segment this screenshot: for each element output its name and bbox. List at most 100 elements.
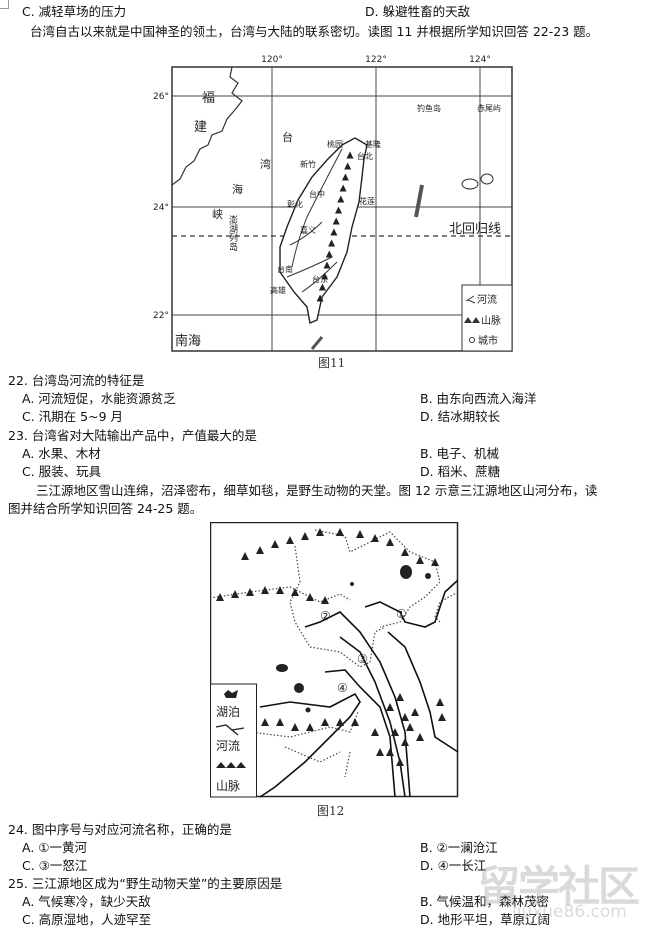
mountain-symbol (291, 588, 299, 596)
label-strait-4: 峡 (212, 207, 223, 221)
mountain-symbol (431, 558, 439, 566)
mountain-symbol (301, 532, 309, 540)
taiwan-island (279, 137, 368, 324)
figure-12-caption: 图12 (317, 804, 345, 818)
q24-option-d: D. ④一长江 (420, 858, 487, 873)
mountain-symbol (291, 723, 299, 731)
intro-24-25-line1: 三江源地区雪山连绵，沼泽密布，细草如毯，是野生动物的天堂。图 12 示意三江源地… (36, 483, 598, 498)
mountain-symbol (341, 173, 349, 181)
intro-24-25-line2: 图并结合所学知识回答 24-25 题。 (8, 501, 203, 516)
page-corner-mark (0, 0, 9, 9)
legend-city: 城市 (478, 334, 498, 347)
q22-stem: 22. 台湾岛河流的特征是 (8, 373, 145, 388)
mountain-symbol (344, 162, 352, 170)
lon-122: 122° (365, 55, 387, 65)
mountain-symbol (332, 217, 340, 225)
figure-12-legend: 湖泊 河流 山脉 (210, 683, 257, 798)
q22-option-d: D. 结冰期较长 (420, 409, 501, 424)
river-east (387, 631, 459, 753)
city-circle (469, 337, 475, 343)
label-tropic: 北回归线 (449, 222, 501, 237)
mountain-symbol (321, 272, 329, 280)
city-chiayi: 嘉义 (300, 225, 316, 235)
river-1 (364, 579, 459, 628)
rivers (259, 579, 459, 798)
river-3 (339, 636, 406, 798)
mountain-symbol (241, 552, 249, 560)
figure-12-sanjiangyuan-map: ① ② ③ ④ 湖泊 河流 山脉 (210, 522, 459, 798)
mountain-symbol (386, 748, 394, 756)
label-fujian-2: 建 (194, 120, 207, 135)
legend-lake: 湖泊 (216, 704, 240, 719)
mountain-symbol (306, 723, 314, 731)
city-keelung: 基隆 (365, 139, 381, 149)
mountain-symbol (325, 250, 333, 258)
label-chiwei: 赤尾屿 (477, 104, 501, 113)
mountain-symbol (335, 206, 342, 214)
q23-option-c: C. 服装、玩具 (22, 464, 102, 479)
city-hsinchu: 新竹 (300, 159, 316, 169)
mountain-symbol (406, 723, 414, 731)
city-tainan: 台南 (277, 264, 293, 274)
mountain-ranges (216, 528, 446, 766)
mountain-symbol (401, 738, 409, 746)
mountain-symbol (337, 195, 345, 203)
mountain-symbol (321, 596, 329, 604)
river-south (259, 692, 361, 798)
label-penghu: 澎湖列岛 (227, 214, 238, 252)
mountain-symbol (396, 758, 404, 766)
q23-option-b: B. 电子、机械 (420, 446, 500, 461)
river-2 (304, 611, 411, 798)
mountain-symbol (351, 718, 359, 726)
mountain-symbol (411, 708, 419, 716)
label-strait-3: 海 (232, 182, 243, 196)
label-fujian-1: 福 (202, 91, 215, 106)
mountain-symbol (386, 538, 394, 546)
city-changhua: 彰化 (287, 199, 303, 209)
q24-option-c: C. ③一怒江 (22, 858, 88, 873)
mountain-symbol (276, 718, 284, 726)
boundary-lines (210, 529, 459, 778)
q24-stem: 24. 图中序号与对应河流名称，正确的是 (8, 822, 232, 837)
mountain-symbol (261, 586, 269, 594)
mountain-symbol (261, 718, 269, 726)
q23-option-a: A. 水果、木材 (22, 446, 101, 461)
mountain-symbol (216, 593, 224, 601)
q23-stem: 23. 台湾省对大陆输出产品中，产值最大的是 (8, 428, 257, 443)
prev-option-d: D. 躲避牲畜的天敌 (365, 4, 471, 19)
lake (400, 565, 412, 579)
watermark-url: liuxue86.com (512, 902, 627, 922)
mountain-symbol (323, 261, 331, 269)
mountain-symbol (256, 546, 264, 554)
label-diaoyu: 钓鱼岛 (417, 103, 441, 113)
legend-river: 河流 (477, 293, 497, 306)
label-strait-1: 台 (282, 130, 293, 144)
city-taoyuan: 桃园 (327, 139, 343, 149)
mountain-symbol (346, 151, 354, 159)
mountain-symbol (271, 540, 279, 548)
label-south-sea: 南海 (175, 333, 201, 349)
mountain-symbol (316, 294, 324, 302)
mountain-symbol (318, 283, 326, 291)
mountain-symbol (276, 586, 284, 594)
river-number-4: ④ (337, 681, 348, 695)
legend-river: 河流 (216, 739, 240, 753)
lon-124: 124° (469, 55, 491, 65)
q25-option-c: C. 高原湿地，人迹罕至 (22, 912, 152, 927)
label-strait-2: 湾 (260, 157, 271, 171)
river-number-2: ② (320, 609, 331, 623)
lon-120: 120° (261, 55, 283, 65)
q25-stem: 25. 三江源地区成为“野生动物天堂”的主要原因是 (8, 876, 283, 891)
q22-option-b: B. 由东向西流入海洋 (420, 391, 537, 406)
mountain-symbol (286, 536, 294, 544)
lat-24: 24° (153, 203, 169, 213)
fujian-coastline (171, 66, 243, 186)
mountain-symbol (316, 528, 324, 536)
mountain-symbol (416, 556, 424, 564)
watermark-logo: 留学社区 (478, 862, 640, 911)
mountain-symbol (231, 590, 239, 598)
q22-option-a: A. 河流短促，水能资源贫乏 (22, 391, 176, 406)
figure-11-caption: 图11 (318, 356, 346, 370)
prev-option-c: C. 减轻草场的压力 (22, 4, 127, 19)
mountain-symbol (330, 228, 338, 236)
